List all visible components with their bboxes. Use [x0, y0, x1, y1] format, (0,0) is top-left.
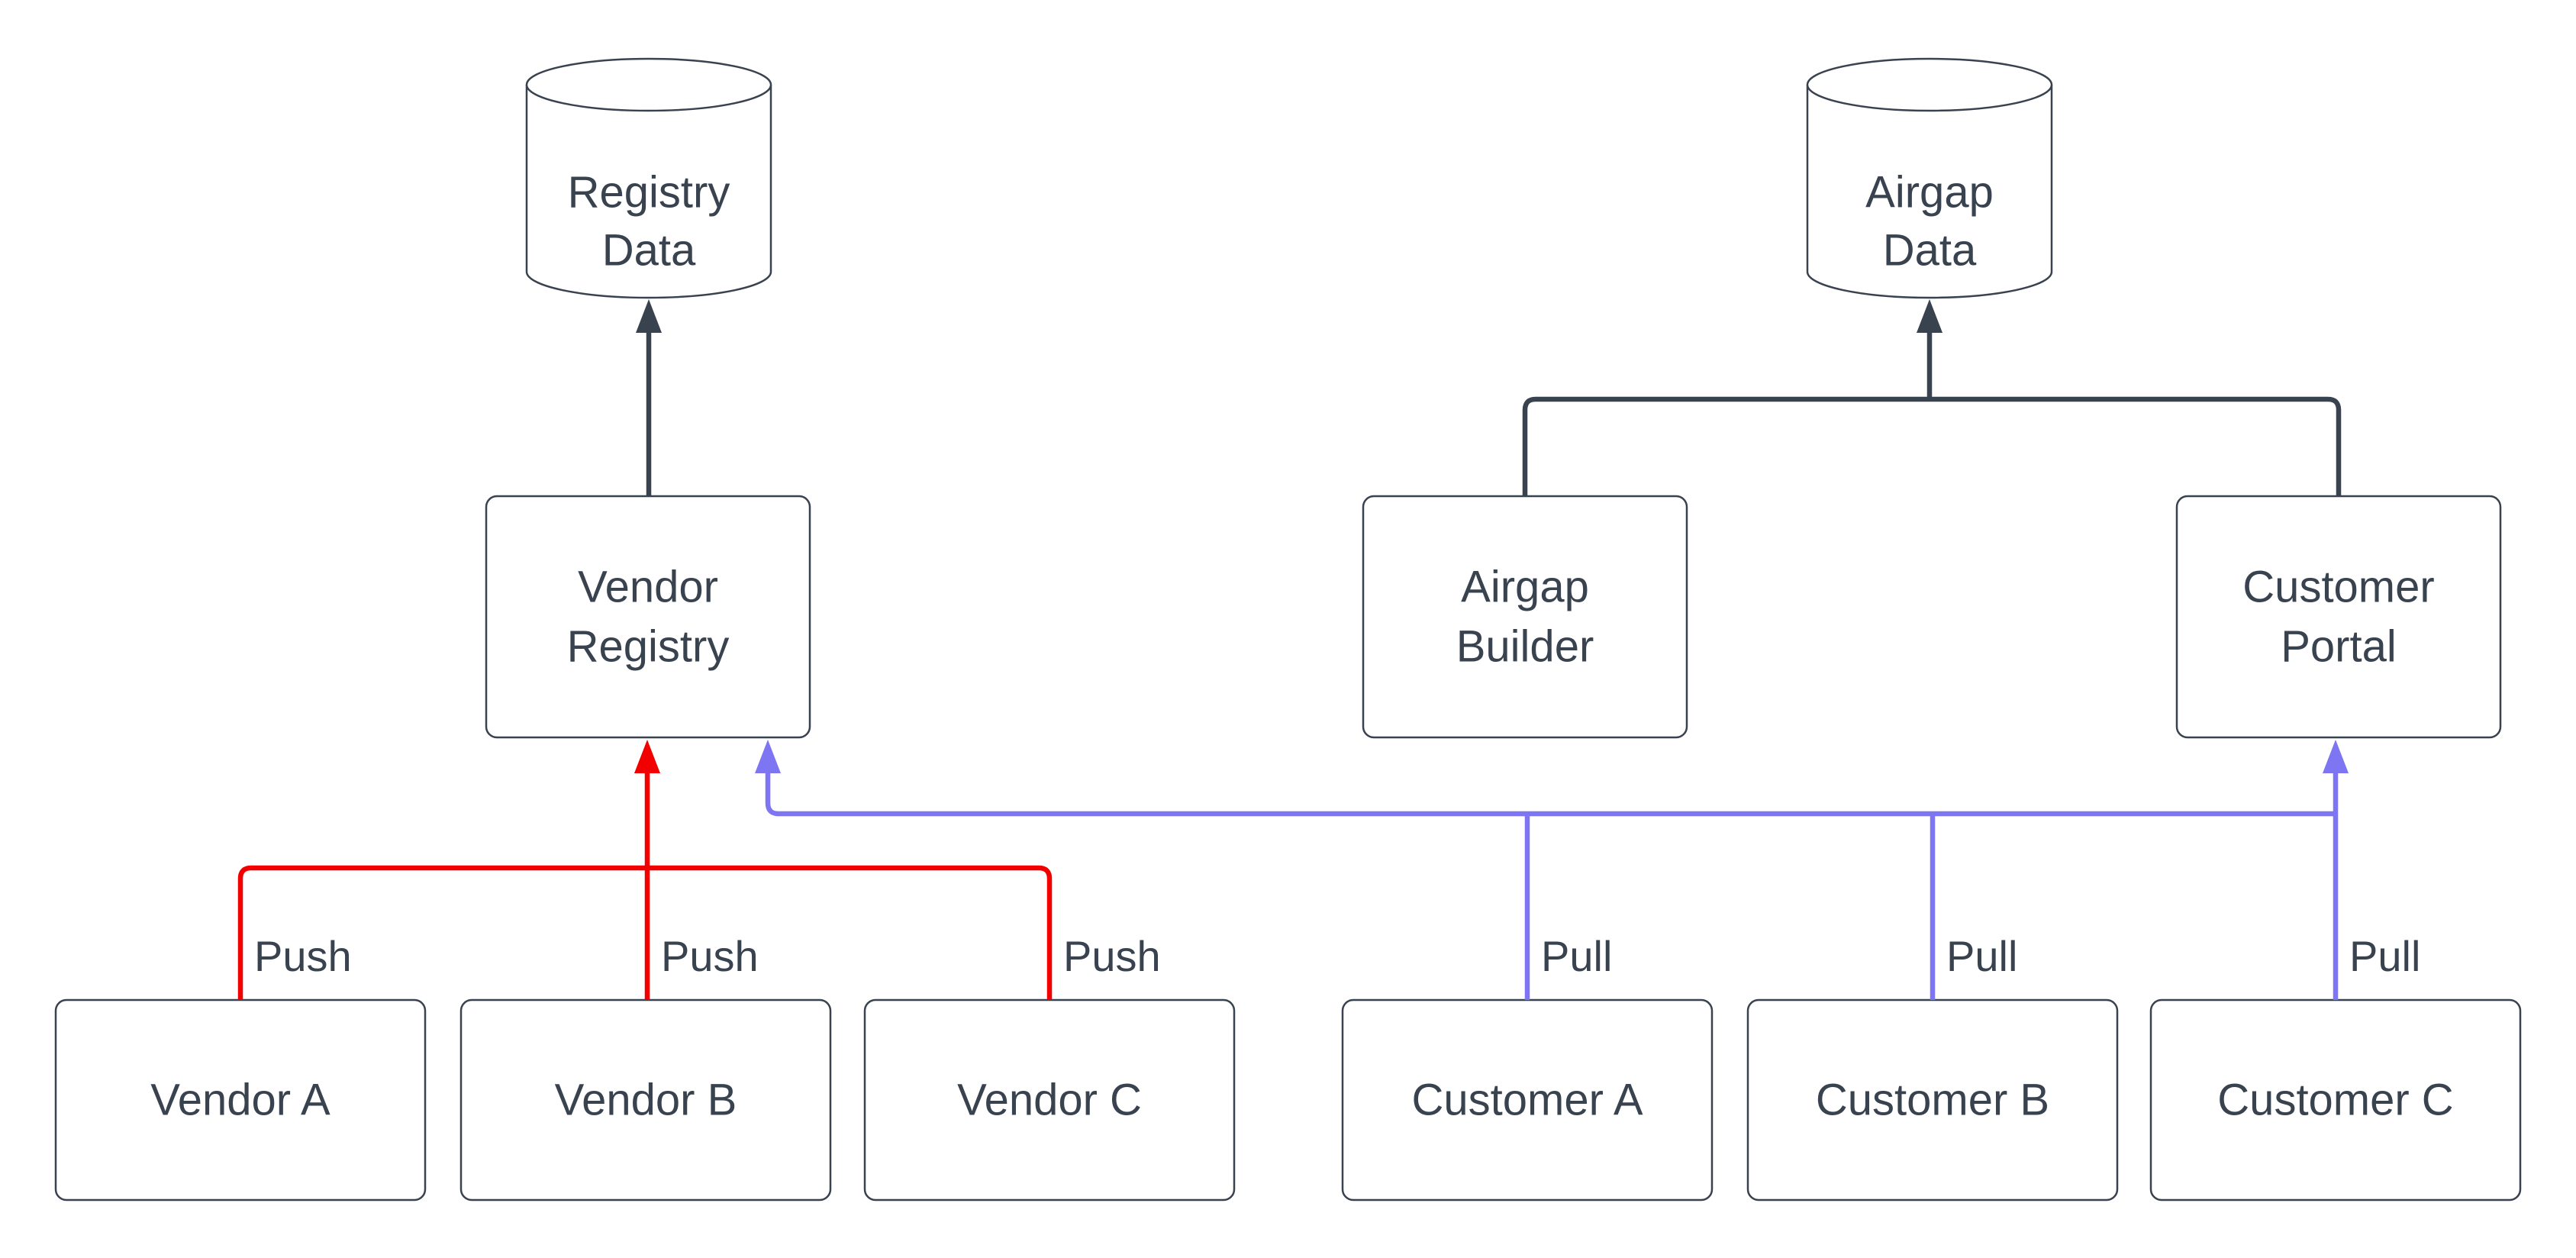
node-customer-c: Customer C [2149, 998, 2522, 1202]
service-box [1362, 495, 1688, 739]
datastore-label-line2: Data [1883, 226, 1977, 276]
service-label-line2: Registry [567, 622, 730, 672]
edge-label-push: Push [661, 932, 759, 980]
edge-label-push: Push [254, 932, 352, 980]
edge-push-vendors-to-vendor-registry [237, 740, 1053, 1000]
service-label-line2: Builder [1456, 622, 1594, 672]
arrowhead-up [1917, 299, 1942, 333]
service-box [485, 495, 811, 739]
datastore-label-line1: Registry [568, 168, 730, 218]
edge-label-pull: Pull [1946, 932, 2017, 980]
edge-label-pull: Pull [1541, 932, 1612, 980]
node-vendor-b: Vendor B [459, 998, 832, 1202]
node-vendor-a: Vendor A [54, 998, 427, 1202]
source-label: Customer C [2217, 1076, 2453, 1125]
cylinder-body [1806, 85, 2053, 299]
cylinder-top [525, 57, 772, 112]
service-label-line1: Customer [2242, 563, 2434, 612]
datastore-label-line1: Airgap [1865, 168, 1994, 218]
service-customer-portal: Customer Portal [2175, 495, 2502, 739]
edge-vendor-registry-to-registry-data [636, 299, 662, 496]
service-box [2175, 495, 2502, 739]
edge-label-pull: Pull [2349, 932, 2420, 980]
source-label: Vendor A [150, 1076, 330, 1125]
edge-builders-to-airgap-data [1522, 299, 2342, 496]
service-label-line1: Vendor [578, 563, 718, 612]
source-label: Vendor C [957, 1076, 1142, 1125]
cylinder-body [525, 85, 772, 299]
datastore-registry-data: Registry Data [525, 57, 772, 299]
source-label: Customer A [1412, 1076, 1643, 1125]
source-label: Vendor B [555, 1076, 737, 1125]
source-label: Customer B [1816, 1076, 2049, 1125]
arrowhead-up [2323, 740, 2349, 773]
node-vendor-c: Vendor C [863, 998, 1236, 1202]
service-label-line2: Portal [2281, 622, 2397, 672]
edge-line [765, 771, 2336, 817]
datastore-label-line2: Data [602, 226, 696, 276]
cylinder-top [1806, 57, 2053, 112]
arrowhead-up [634, 740, 660, 773]
node-customer-b: Customer B [1746, 998, 2119, 1202]
edge-label-push: Push [1063, 932, 1161, 980]
arrowhead-up [636, 299, 662, 333]
service-vendor-registry: Vendor Registry [485, 495, 811, 739]
edge-line [1522, 396, 2342, 496]
service-label-line1: Airgap [1461, 563, 1589, 612]
arrowhead-up [755, 740, 781, 773]
node-customer-a: Customer A [1341, 998, 1714, 1202]
service-airgap-builder: Airgap Builder [1362, 495, 1688, 739]
edge-pull-customers [755, 740, 2349, 1000]
datastore-airgap-data: Airgap Data [1806, 57, 2053, 299]
